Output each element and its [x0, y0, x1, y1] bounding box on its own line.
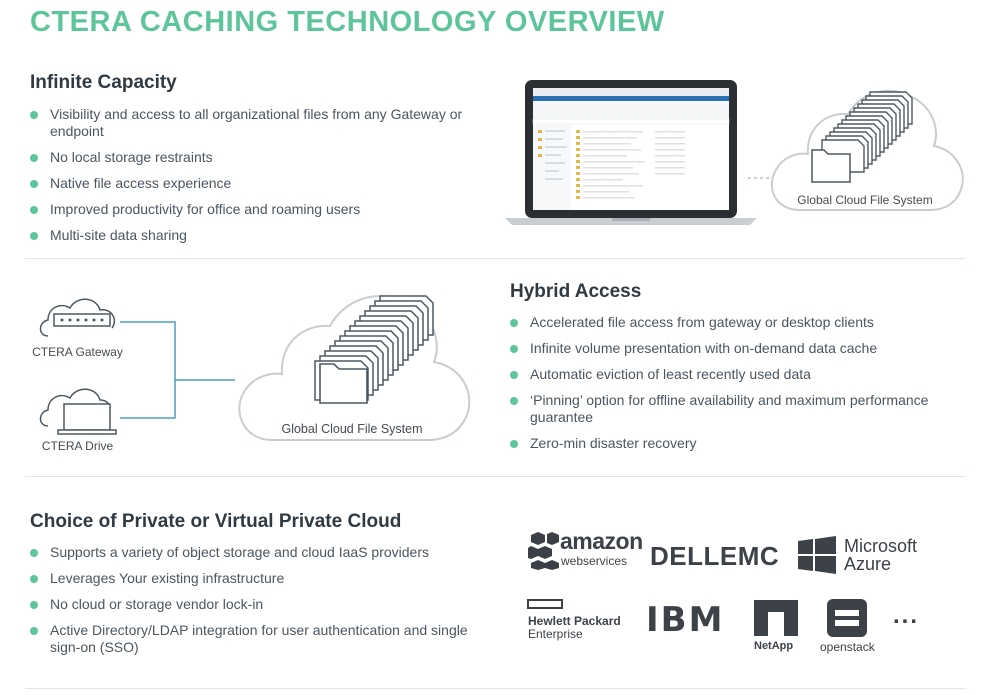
page-title: CTERA CACHING TECHNOLOGY OVERVIEW [30, 6, 665, 38]
list-item: Accelerated file access from gateway or … [510, 314, 972, 331]
cloud-label-large: Global Cloud File System [281, 422, 423, 436]
section-heading-private-cloud: Choice of Private or Virtual Private Clo… [30, 511, 402, 532]
more-providers-ellipsis: ... [893, 602, 920, 629]
infinite-capacity-list: Visibility and access to all organizatio… [30, 106, 490, 253]
laptop-illustration [505, 80, 757, 225]
ibm-logo: IBM [646, 600, 725, 640]
cloud-label-small: Global Cloud File System [797, 193, 933, 207]
ctera-gateway-label: CTERA Gateway [32, 345, 123, 359]
openstack-logo-icon [827, 599, 867, 637]
ctera-drive-icon [39, 388, 117, 435]
hpe-bar-icon [527, 599, 563, 609]
microsoft-logo-text: Microsoft [844, 536, 918, 556]
private-cloud-list: Supports a variety of object storage and… [30, 544, 480, 665]
global-cloud-large [238, 295, 471, 441]
hybrid-access-list: Accelerated file access from gateway or … [510, 314, 972, 461]
azure-logo-text: Azure [844, 554, 892, 574]
aws-logo-subtext: webservices [561, 554, 628, 568]
hpe-logo-line1: Hewlett Packard [528, 614, 621, 628]
netapp-logo-icon [754, 600, 798, 636]
list-item: Native file access experience [30, 175, 490, 192]
list-item: Automatic eviction of least recently use… [510, 366, 972, 383]
dellemc-logo: DELLEMC [650, 541, 780, 571]
section-heading-infinite-capacity: Infinite Capacity [30, 72, 177, 93]
list-item: Multi-site data sharing [30, 227, 490, 244]
divider [25, 688, 965, 689]
list-item: Visibility and access to all organizatio… [30, 106, 490, 140]
divider [25, 258, 965, 259]
list-item: Supports a variety of object storage and… [30, 544, 480, 561]
list-item: Infinite volume presentation with on-dem… [510, 340, 972, 357]
list-item: Leverages Your existing infrastructure [30, 570, 480, 587]
list-item: No local storage restraints [30, 149, 490, 166]
microsoft-windows-icon [798, 536, 836, 574]
list-item: Active Directory/LDAP integration for us… [30, 622, 480, 656]
list-item: ‘Pinning’ option for offline availabilit… [510, 392, 972, 426]
list-item: Zero-min disaster recovery [510, 435, 972, 452]
aws-cubes-icon [528, 532, 559, 570]
aws-logo-text: amazon [560, 528, 643, 554]
hpe-logo-line2: Enterprise [528, 627, 583, 641]
list-item: Improved productivity for office and roa… [30, 201, 490, 218]
divider [25, 476, 965, 477]
connector-lines [120, 321, 235, 419]
ctera-drive-label: CTERA Drive [41, 439, 114, 453]
list-item: No cloud or storage vendor lock-in [30, 596, 480, 613]
global-cloud-small [771, 89, 964, 211]
ctera-gateway-icon [39, 298, 116, 337]
section-heading-hybrid-access: Hybrid Access [510, 281, 642, 302]
netapp-logo-text: NetApp [754, 640, 794, 652]
openstack-logo-text: openstack [820, 640, 875, 654]
